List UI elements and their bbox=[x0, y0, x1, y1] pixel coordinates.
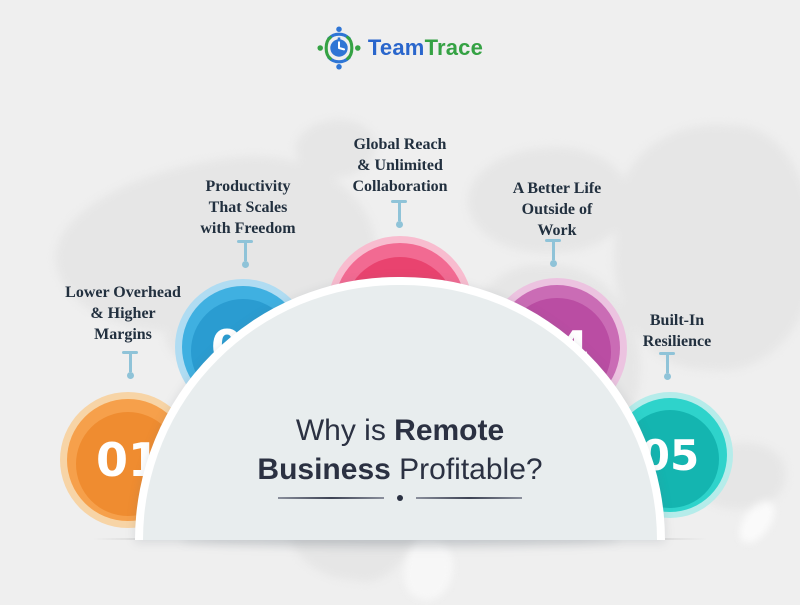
label-lower-overhead: Lower Overhead & Higher Margins bbox=[65, 284, 181, 343]
logo-wordmark: TeamTrace bbox=[368, 35, 483, 61]
divider-dot bbox=[397, 495, 403, 501]
teamtrace-logo: TeamTrace bbox=[0, 26, 800, 70]
logo-team-text: Team bbox=[367, 35, 425, 60]
label-better-life: A Better Life Outside of Work bbox=[512, 180, 602, 239]
title-divider bbox=[143, 495, 657, 501]
label-built-in-resilience: Built-In Resilience bbox=[642, 312, 712, 350]
connector-pin-5 bbox=[659, 352, 675, 380]
logo-trace-text: Trace bbox=[424, 35, 484, 60]
connector-pin-1 bbox=[122, 351, 138, 379]
teamtrace-compass-icon bbox=[317, 26, 361, 70]
label-productivity: Productivity That Scales with Freedom bbox=[200, 178, 296, 237]
connector-pin-2 bbox=[237, 240, 253, 268]
connector-pin-3 bbox=[391, 200, 407, 228]
connector-pin-4 bbox=[545, 239, 561, 267]
label-global-reach: Global Reach & Unlimited Collaboration bbox=[352, 136, 448, 195]
